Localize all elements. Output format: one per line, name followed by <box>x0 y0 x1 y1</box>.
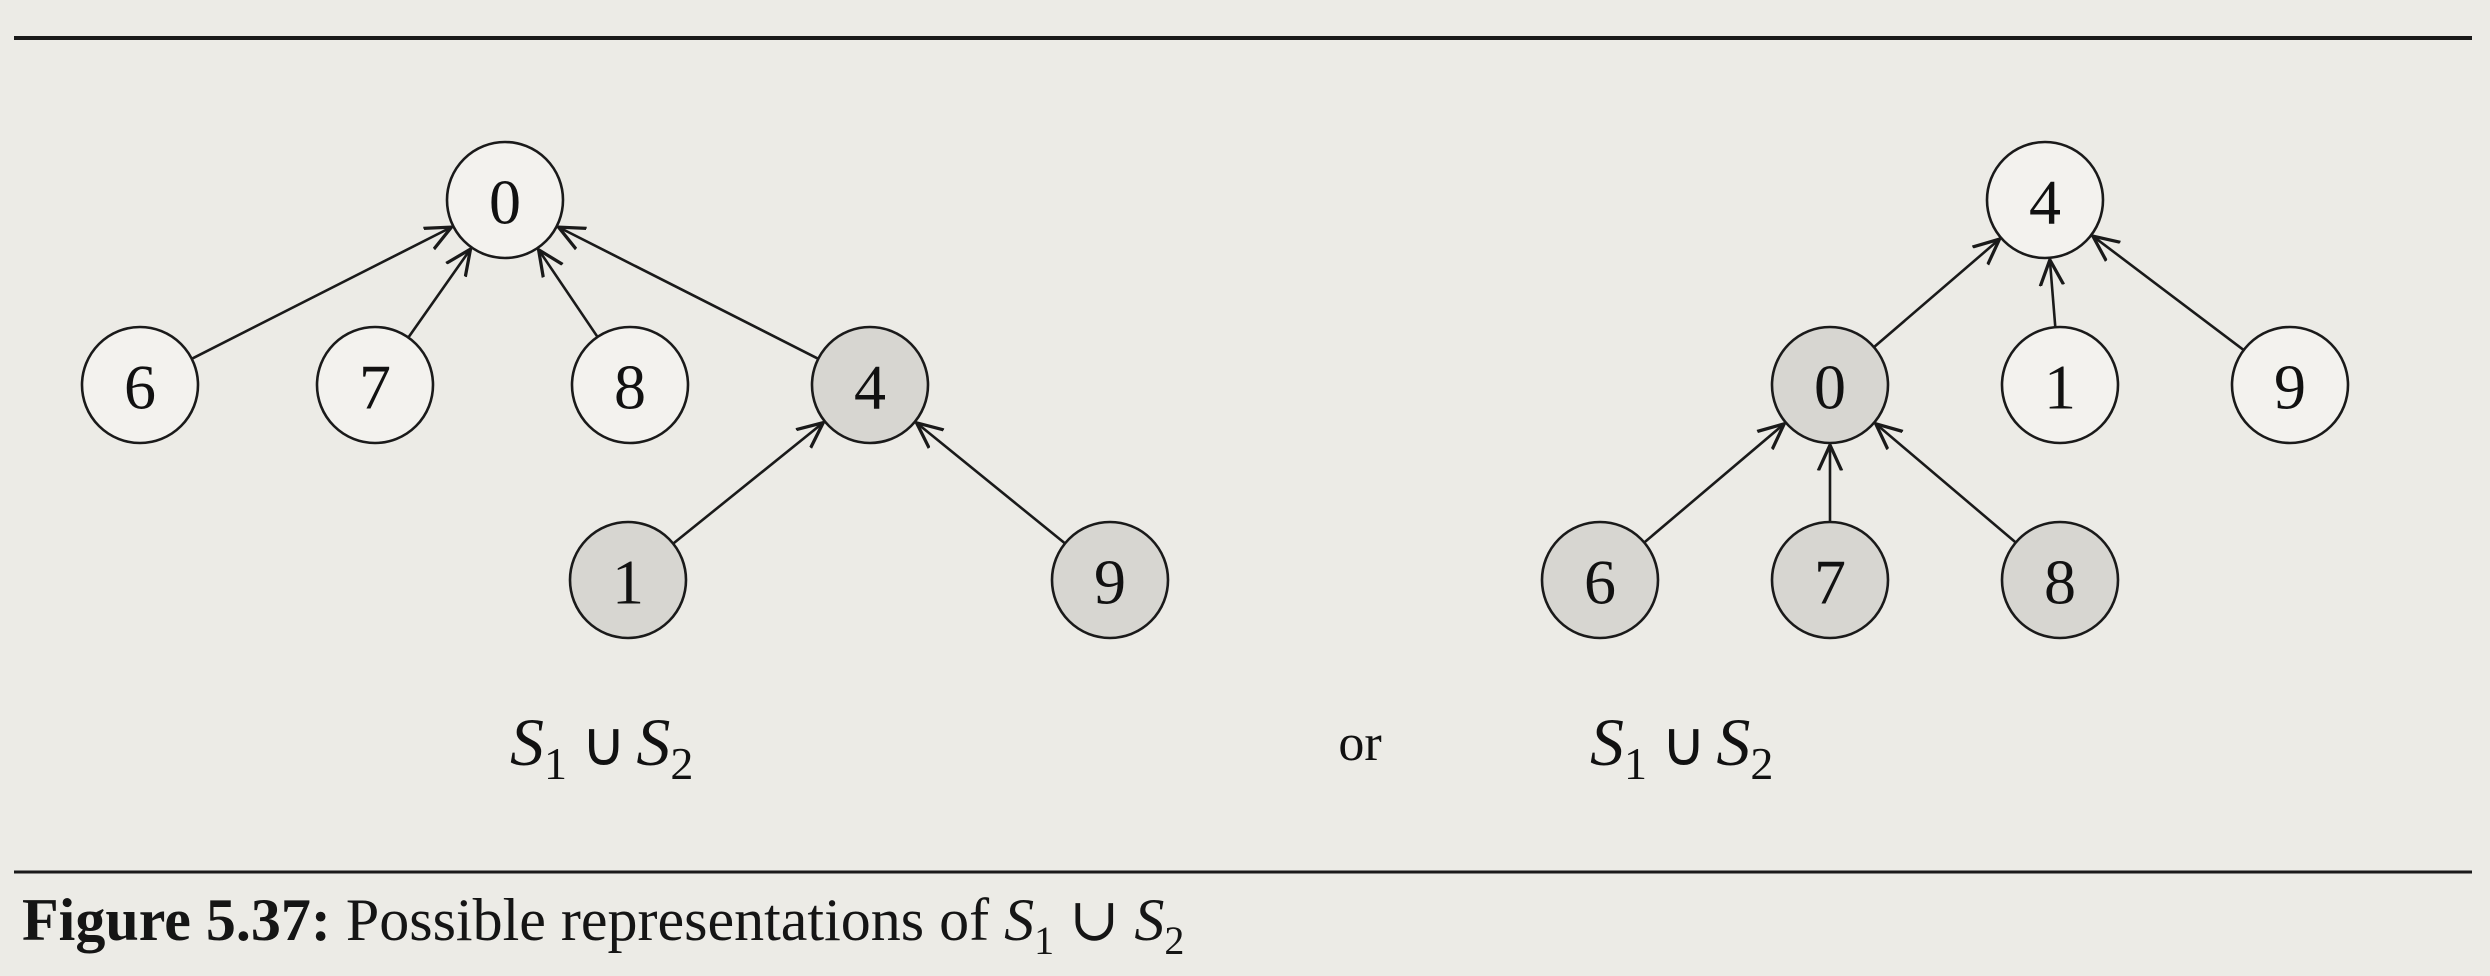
left-tree-node-1: 1 <box>568 520 688 640</box>
right-tree-edges <box>1643 236 2245 544</box>
caption-union-op: ∪ <box>1069 887 1120 953</box>
right-tree-node-label-9: 9 <box>2274 352 2306 423</box>
right-tree-label: S1∪S2 <box>1590 704 1773 789</box>
right-tree-node-label-4: 4 <box>2029 167 2061 238</box>
caption-text: Possible representations of <box>345 887 990 953</box>
right-tree-node-circle-6 <box>1540 520 1660 640</box>
right-tree-node-label-1: 1 <box>2044 352 2076 423</box>
left-tree-node-4: 4 <box>810 325 930 445</box>
left-tree-node-9: 9 <box>1050 520 1170 640</box>
caption-figure-number: Figure 5.37: <box>22 887 331 953</box>
left-tree-nodes: 0 6 7 8 4 1 9 <box>80 140 1170 640</box>
right-tree-nodes: 4 0 1 9 6 7 8 <box>1540 140 2350 640</box>
right-tree-node-circle-9 <box>2230 325 2350 445</box>
caption-sub2: 2 <box>1164 918 1185 963</box>
left-tree-node-7: 7 <box>315 325 435 445</box>
left-tree-label: S1∪S2 <box>510 704 693 789</box>
right-tree-node-1: 1 <box>2000 325 2120 445</box>
left-tree-edge-7-to-0 <box>407 249 470 339</box>
left-tree-node-label-4: 4 <box>854 352 886 423</box>
left-tree-edge-8-to-0 <box>539 250 599 338</box>
caption-set2: S <box>1134 887 1165 953</box>
right-tree-node-label-8: 8 <box>2044 547 2076 618</box>
right-tree-edge-9-to-4 <box>2093 236 2245 352</box>
left-tree-node-0: 0 <box>445 140 565 260</box>
left-tree-node-circle-6 <box>80 325 200 445</box>
right-tree-node-4: 4 <box>1985 140 2105 260</box>
right-tree-node-0: 0 <box>1770 325 1890 445</box>
left-tree-node-label-1: 1 <box>612 547 644 618</box>
right-tree-node-circle-7 <box>1770 520 1890 640</box>
left-tree-node-6: 6 <box>80 325 200 445</box>
left-tree-node-label-9: 9 <box>1094 547 1126 618</box>
left-tree-edge-6-to-0 <box>191 227 452 360</box>
caption-set1: S <box>1004 887 1035 953</box>
right-tree-node-circle-1 <box>2000 325 2120 445</box>
left-tree-edge-1-to-4 <box>672 423 823 545</box>
right-tree-node-circle-0 <box>1770 325 1890 445</box>
right-tree-node-6: 6 <box>1540 520 1660 640</box>
left-tree-node-label-6: 6 <box>124 352 156 423</box>
left-tree-node-circle-8 <box>570 325 690 445</box>
left-tree-edge-9-to-4 <box>917 423 1066 545</box>
right-tree-node-circle-8 <box>2000 520 2120 640</box>
caption-sub1: 1 <box>1034 918 1055 963</box>
right-tree-node-label-7: 7 <box>1814 547 1846 618</box>
left-tree-node-circle-1 <box>568 520 688 640</box>
right-tree-node-label-6: 6 <box>1584 547 1616 618</box>
left-tree-node-label-7: 7 <box>359 352 391 423</box>
right-tree-edge-8-to-0 <box>1876 424 2017 544</box>
right-tree-node-8: 8 <box>2000 520 2120 640</box>
right-tree-node-circle-4 <box>1985 140 2105 260</box>
left-tree-node-circle-0 <box>445 140 565 260</box>
left-tree-node-circle-9 <box>1050 520 1170 640</box>
right-tree-edge-0-to-4 <box>1873 239 2000 349</box>
left-tree-edges <box>191 227 1066 545</box>
right-tree-edge-1-to-4 <box>2050 260 2055 328</box>
left-tree-node-label-0: 0 <box>489 167 521 238</box>
left-tree-node-label-8: 8 <box>614 352 646 423</box>
left-tree-node-circle-4 <box>810 325 930 445</box>
left-tree-edge-4-to-0 <box>559 227 819 360</box>
left-tree-node-circle-7 <box>315 325 435 445</box>
right-tree-edge-6-to-0 <box>1643 424 1784 544</box>
right-tree-node-7: 7 <box>1770 520 1890 640</box>
figure-caption: Figure 5.37: Possible representations of… <box>22 890 1184 961</box>
right-tree-node-9: 9 <box>2230 325 2350 445</box>
or-separator: or <box>1338 715 1381 772</box>
right-tree-node-label-0: 0 <box>1814 352 1846 423</box>
left-tree-node-8: 8 <box>570 325 690 445</box>
